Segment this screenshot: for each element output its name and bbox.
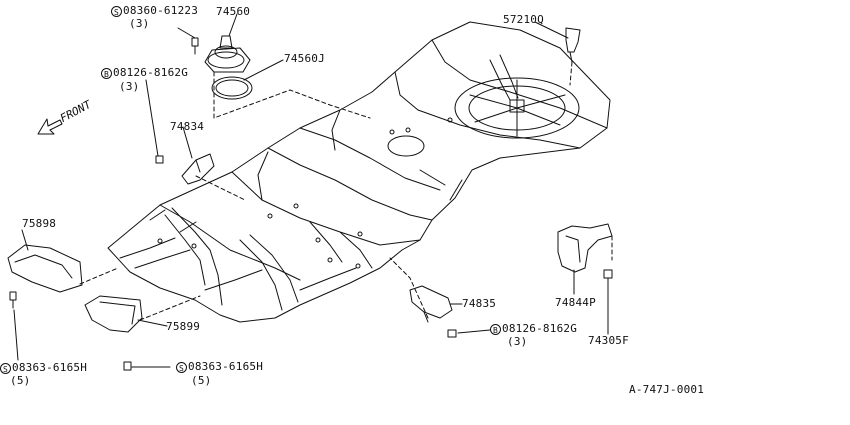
qty-08360: (3) bbox=[129, 17, 150, 30]
label-74305f: 74305F bbox=[588, 334, 629, 347]
label-74834: 74834 bbox=[170, 120, 205, 133]
bolt-08126-upper bbox=[155, 155, 164, 164]
part-number: 08363-6165H bbox=[188, 360, 264, 373]
part-57210q bbox=[565, 27, 581, 63]
qty-08363-left: (5) bbox=[10, 374, 31, 387]
dashed-reference-lines bbox=[79, 61, 613, 321]
s-symbol: S bbox=[111, 6, 122, 17]
bolt-08363-left bbox=[9, 291, 17, 309]
part-74560j-ring bbox=[211, 76, 253, 100]
s-symbol: S bbox=[176, 362, 187, 373]
clip-74305f bbox=[603, 269, 613, 279]
diagram-code: A-747J-0001 bbox=[629, 383, 705, 396]
part-number: 08360-61223 bbox=[123, 4, 199, 17]
label-74560: 74560 bbox=[216, 5, 251, 18]
part-number: 08126-8162G bbox=[502, 322, 578, 335]
label-74560j: 74560J bbox=[284, 52, 325, 65]
part-74844p bbox=[557, 223, 613, 273]
part-74834-bracket bbox=[181, 153, 215, 185]
b-symbol: B bbox=[101, 68, 112, 79]
part-number: 08126-8162G bbox=[113, 66, 189, 79]
floor-panel bbox=[107, 21, 611, 323]
part-number: 08363-6165H bbox=[12, 361, 88, 374]
label-57210q: 57210Q bbox=[503, 13, 544, 26]
bolt-08360 bbox=[191, 37, 199, 55]
bolt-08126-lower bbox=[447, 329, 457, 338]
label-74835: 74835 bbox=[462, 297, 497, 310]
label-74844p: 74844P bbox=[555, 296, 596, 309]
part-74835-bracket bbox=[409, 285, 453, 323]
leader-lines bbox=[13, 13, 609, 368]
b-symbol: B bbox=[490, 324, 501, 335]
qty-08363-bottom: (5) bbox=[191, 374, 212, 387]
front-arrow-icon bbox=[37, 118, 63, 135]
part-75899-bracket bbox=[84, 295, 143, 333]
part-74560-mount bbox=[204, 35, 251, 73]
label-75899: 75899 bbox=[166, 320, 201, 333]
bolt-08363-bottom bbox=[123, 361, 132, 371]
s-symbol: S bbox=[0, 363, 11, 374]
part-75898-cover bbox=[7, 244, 83, 293]
qty-08126-lower: (3) bbox=[507, 335, 528, 348]
label-75898: 75898 bbox=[22, 217, 57, 230]
qty-08126-upper: (3) bbox=[119, 80, 140, 93]
